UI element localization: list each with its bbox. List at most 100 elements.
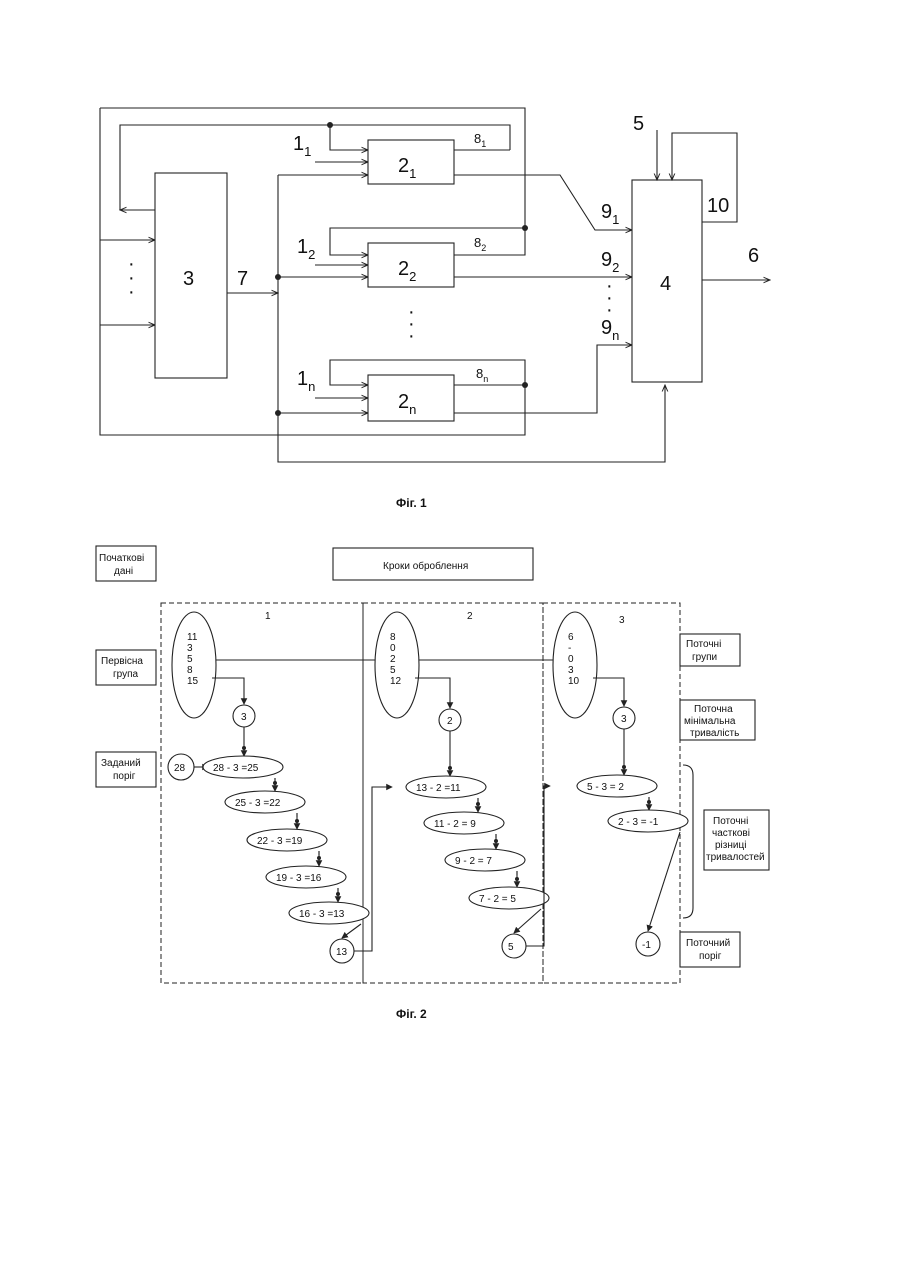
group-value: 10 — [568, 676, 580, 687]
diff-value: 5 - 3 = 2 — [587, 782, 624, 793]
output-8-2-label: 82 — [474, 235, 486, 253]
diff-value: 28 - 3 =25 — [213, 763, 259, 774]
group-value: 8 — [390, 632, 396, 643]
group-ellipse — [375, 612, 419, 718]
node — [295, 819, 299, 823]
wire — [415, 678, 450, 708]
input-9-n-label: 9n — [601, 317, 619, 343]
output-8-1-label: 81 — [474, 131, 486, 149]
threshold-node-value: 28 — [174, 763, 186, 774]
label-6: 6 — [748, 245, 759, 267]
group-value: 2 — [390, 654, 396, 665]
wire-threshold-carry — [354, 787, 392, 951]
label-partial-diffs-l2: часткові — [712, 828, 750, 839]
label-threshold-l1: Заданий — [101, 758, 141, 769]
diff-value: 11 - 2 = 9 — [434, 819, 476, 830]
node — [273, 781, 277, 785]
group-value: 3 — [568, 665, 574, 676]
label-current-threshold-l2: поріг — [699, 951, 722, 962]
group-value: 0 — [390, 643, 396, 654]
label-10: 10 — [707, 195, 729, 217]
input-9-1-label: 91 — [601, 201, 619, 227]
input-9-2-label: 92 — [601, 249, 619, 275]
label-current-threshold-l1: Поточний — [686, 938, 730, 949]
step-number-1: 1 — [265, 611, 271, 622]
threshold-node — [502, 934, 526, 958]
block-3-label: 3 — [183, 268, 194, 290]
min-value: 3 — [621, 714, 627, 725]
label-5: 5 — [633, 113, 644, 135]
group-ellipse — [172, 612, 216, 718]
label-initial-group-l2: група — [113, 669, 139, 680]
input-1-n-label: 1n — [297, 368, 315, 394]
diff-value: 25 - 3 =22 — [235, 798, 281, 809]
wire-fb-1 — [330, 125, 368, 150]
threshold-value: 5 — [508, 942, 514, 953]
figure-2: Початкові дані Кроки оброблення 1 2 3 Пе… — [96, 546, 769, 1021]
step-number-3: 3 — [619, 615, 625, 626]
node — [647, 800, 651, 804]
label-current-groups-l1: Поточні — [686, 639, 721, 650]
label-current-groups-l2: групи — [692, 652, 717, 663]
header-initial-data-l1: Початкові — [99, 553, 144, 564]
node — [317, 856, 321, 860]
label-current-min-l3: тривалість — [690, 728, 739, 739]
label-initial-group-l1: Первісна — [101, 656, 143, 667]
label-7: 7 — [237, 268, 248, 290]
group-value: 3 — [187, 643, 193, 654]
label-partial-diffs-l1: Поточні — [713, 816, 748, 827]
figure-1-caption: Фіг. 1 — [396, 496, 427, 510]
node — [242, 746, 246, 750]
wire — [648, 832, 680, 931]
vertical-ellipsis-3: · — [408, 325, 415, 347]
node — [448, 766, 452, 770]
diff-value: 19 - 3 =16 — [276, 873, 322, 884]
wire — [593, 678, 624, 706]
diff-value: 16 - 3 =13 — [299, 909, 345, 920]
label-threshold-l2: поріг — [113, 771, 136, 782]
diff-value: 7 - 2 = 5 — [479, 894, 516, 905]
steps-container: 1135815328 - 3 =2525 - 3 =2222 - 3 =1919… — [172, 612, 688, 963]
group-value: 11 — [187, 632, 198, 643]
output-8-n-label: 8n — [476, 366, 488, 384]
figure-2-caption: Фіг. 2 — [396, 1007, 427, 1021]
wire — [514, 909, 541, 933]
min-value: 2 — [447, 716, 453, 727]
threshold-value: 13 — [336, 947, 348, 958]
label-partial-diffs-l4: тривалостей — [706, 852, 765, 863]
node — [336, 892, 340, 896]
diff-value: 22 - 3 =19 — [257, 836, 303, 847]
input-1-2-label: 12 — [297, 236, 315, 262]
group-value: 15 — [187, 676, 199, 687]
group-value: 6 — [568, 632, 574, 643]
wire-8-2 — [454, 228, 525, 255]
diff-value: 2 - 3 = -1 — [618, 817, 659, 828]
diff-value: 9 - 2 = 7 — [455, 856, 492, 867]
group-value: 5 — [187, 654, 193, 665]
group-ellipse — [553, 612, 597, 718]
wire-threshold-carry — [526, 786, 550, 946]
figure-1: 3 · · · 7 21 11 81 22 12 82 · · · — [100, 108, 770, 510]
step-number-2: 2 — [467, 611, 473, 622]
group-value: 0 — [568, 654, 574, 665]
node — [622, 765, 626, 769]
threshold-value: -1 — [642, 940, 651, 951]
group-value: 5 — [390, 665, 396, 676]
node — [476, 802, 480, 806]
header-processing-steps-label: Кроки оброблення — [383, 560, 468, 572]
diff-value: 13 - 2 =11 — [416, 783, 461, 794]
input-1-1-label: 11 — [293, 133, 311, 159]
wire — [212, 678, 244, 704]
label-current-min-l2: мінімальна — [684, 716, 736, 727]
vertical-ellipsis-3: · — [128, 281, 135, 303]
min-value: 3 — [241, 712, 247, 723]
wire — [342, 924, 361, 938]
group-value: 12 — [390, 676, 402, 687]
label-current-min-l1: Поточна — [694, 704, 733, 715]
brace — [683, 765, 693, 918]
header-initial-data-l2: дані — [114, 566, 133, 577]
node — [515, 877, 519, 881]
group-value: - — [568, 643, 571, 654]
group-value: 8 — [187, 665, 193, 676]
